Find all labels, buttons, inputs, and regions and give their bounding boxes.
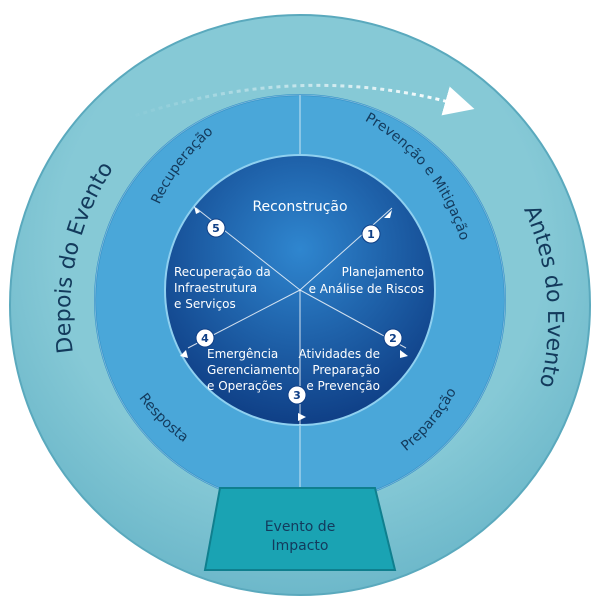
segment-2-line-3: e Prevenção xyxy=(306,379,380,393)
badge-5: 5 xyxy=(206,218,226,238)
segment-4-line-2: Gerenciamento xyxy=(207,363,299,377)
badge-2-number: 2 xyxy=(389,332,397,345)
segment-2-line-2: Preparação xyxy=(312,363,380,377)
arrow-icon-4 xyxy=(180,350,188,358)
segment-4-line-1: Emergência xyxy=(207,347,278,361)
arrow-icon-2 xyxy=(400,350,408,358)
badge-3-number: 3 xyxy=(293,389,301,402)
impact-line-1: Evento de xyxy=(265,519,336,535)
badge-1: 1 xyxy=(361,224,381,244)
badge-4: 4 xyxy=(195,328,215,348)
badge-2: 2 xyxy=(383,328,403,348)
arrow-icon-1 xyxy=(384,210,392,218)
arrow-icon-5 xyxy=(194,206,200,214)
arrow-icon-3 xyxy=(298,413,306,421)
badge-4-number: 4 xyxy=(201,332,209,345)
segment-2-line-1: Atividades de xyxy=(298,347,380,361)
badge-3: 3 xyxy=(287,385,307,405)
reconstrucao-label: Reconstrução xyxy=(252,199,347,215)
segment-1-line-1: Planejamento xyxy=(342,265,424,279)
segment-5-line-1: Recuperação da xyxy=(174,265,271,279)
segment-5-line-3: e Serviços xyxy=(174,297,236,311)
badge-1-number: 1 xyxy=(367,228,375,241)
spoke-1 xyxy=(299,207,393,291)
segment-5-line-2: Infraestrutura xyxy=(174,281,257,295)
badge-5-number: 5 xyxy=(212,222,220,235)
impact-line-2: Impacto xyxy=(272,538,329,554)
segment-1-line-2: e Análise de Riscos xyxy=(309,282,424,296)
segment-4-line-3: e Operações xyxy=(207,379,283,393)
impact-box xyxy=(203,487,397,571)
arrow-icons xyxy=(180,206,408,421)
